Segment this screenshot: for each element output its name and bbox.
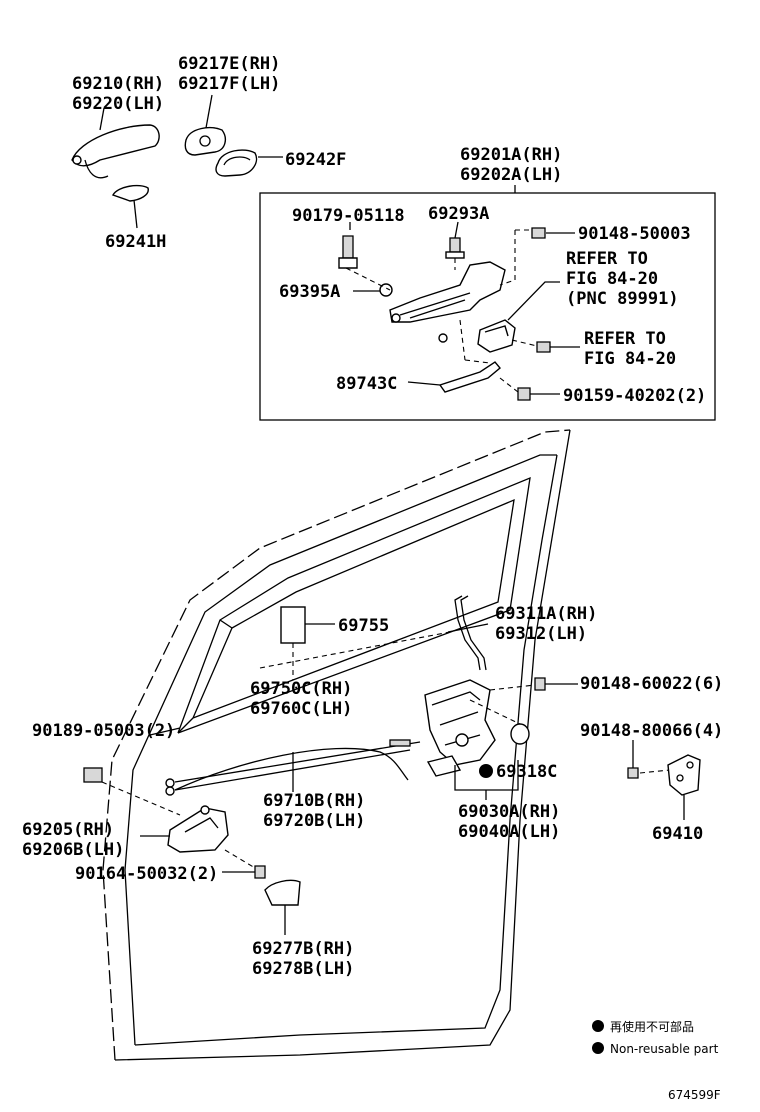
callout-89743c: 89743C	[336, 374, 397, 394]
gasket-69318c	[510, 723, 530, 745]
bolt-90148-50003	[531, 227, 546, 239]
refer-to-1a: REFER TO	[566, 249, 648, 269]
door-lock-69030a	[424, 679, 496, 766]
callout-69220: 69220(LH)	[72, 94, 164, 114]
callout-69311a: 69311A(RH)	[495, 604, 597, 624]
callout-69410: 69410	[652, 824, 703, 844]
clip-90189	[83, 767, 103, 783]
legend-en: Non-reusable part	[610, 1042, 719, 1056]
callout-90148-80066: 90148-80066(4)	[580, 721, 723, 741]
callout-69318c: 69318C	[496, 762, 557, 782]
callout-69750c: 69750C(RH)	[250, 679, 352, 699]
callout-69202a: 69202A(LH)	[460, 165, 562, 185]
legend-jp: 再使用不可部品	[610, 1019, 694, 1034]
screw-right	[536, 341, 551, 353]
legend: 再使用不可部品 Non-reusable part	[592, 1019, 719, 1056]
callout-90189: 90189-05003(2)	[32, 721, 175, 741]
refer-to-1b: FIG 84-20	[566, 269, 658, 289]
refer-to-2a: REFER TO	[584, 329, 666, 349]
lock-switch	[477, 319, 516, 353]
callout-69760c: 69760C(LH)	[250, 699, 352, 719]
outside-handle-group	[71, 94, 283, 229]
callout-90148-50003: 90148-50003	[578, 224, 691, 244]
callout-69206b: 69206B(LH)	[22, 840, 124, 860]
callout-69210: 69210(RH)	[72, 74, 164, 94]
callout-69217e: 69217E(RH)	[178, 54, 280, 74]
non-reusable-marker	[479, 764, 493, 778]
lock-cylinder-linkage	[389, 261, 506, 323]
callout-69217f: 69217F(LH)	[178, 74, 280, 94]
callout-69030a: 69030A(RH)	[458, 802, 560, 822]
inside-handle-69205	[167, 807, 229, 853]
callout-69241h: 69241H	[105, 232, 166, 252]
handle-pad	[111, 184, 149, 202]
bolt-90159	[517, 387, 531, 401]
bezel-69277b	[264, 879, 301, 906]
refer-to-2b: FIG 84-20	[584, 349, 676, 369]
bolt-90148-80066	[627, 767, 639, 779]
bolt-69293a	[449, 237, 461, 253]
callout-69312: 69312(LH)	[495, 624, 587, 644]
handle-gasket	[215, 149, 258, 177]
striker-69410	[667, 754, 701, 796]
cable-69710b	[174, 741, 421, 783]
callout-90148-60022: 90148-60022(6)	[580, 674, 723, 694]
figure-id: 674599F	[668, 1088, 721, 1102]
callout-69293a: 69293A	[428, 204, 489, 224]
callout-69278b: 69278B(LH)	[252, 959, 354, 979]
nut-69395a	[379, 283, 393, 297]
callout-labels: 69217E(RH) 69217F(LH) 69210(RH) 69220(LH…	[22, 54, 723, 979]
callout-69710b: 69710B(RH)	[263, 791, 365, 811]
callout-69395a: 69395A	[279, 282, 340, 302]
bracket-89743c	[438, 361, 501, 393]
screw-90148-60022	[534, 677, 546, 691]
callout-69040a: 69040A(LH)	[458, 822, 560, 842]
callout-69242f: 69242F	[285, 150, 346, 170]
outside-handle	[71, 124, 160, 167]
pad-69755	[280, 606, 306, 644]
handle-cover	[184, 127, 227, 156]
callout-69277b: 69277B(RH)	[252, 939, 354, 959]
callout-69755: 69755	[338, 616, 389, 636]
screw-90164	[254, 865, 266, 879]
callout-90179: 90179-05118	[292, 206, 405, 226]
door-internals	[83, 595, 701, 935]
rod-69311a	[454, 595, 481, 671]
lock-assembly-parts	[338, 221, 580, 401]
refer-to-1c: (PNC 89991)	[566, 289, 679, 309]
bolt-90179	[342, 235, 354, 259]
lock-assembly-box	[259, 192, 716, 421]
callout-90164: 90164-50032(2)	[75, 864, 218, 884]
callout-69720b: 69720B(LH)	[263, 811, 365, 831]
legend-bullet-en	[592, 1042, 604, 1054]
callout-90159: 90159-40202(2)	[563, 386, 706, 406]
callout-69201a: 69201A(RH)	[460, 145, 562, 165]
legend-bullet-jp	[592, 1020, 604, 1032]
callout-69205: 69205(RH)	[22, 820, 114, 840]
